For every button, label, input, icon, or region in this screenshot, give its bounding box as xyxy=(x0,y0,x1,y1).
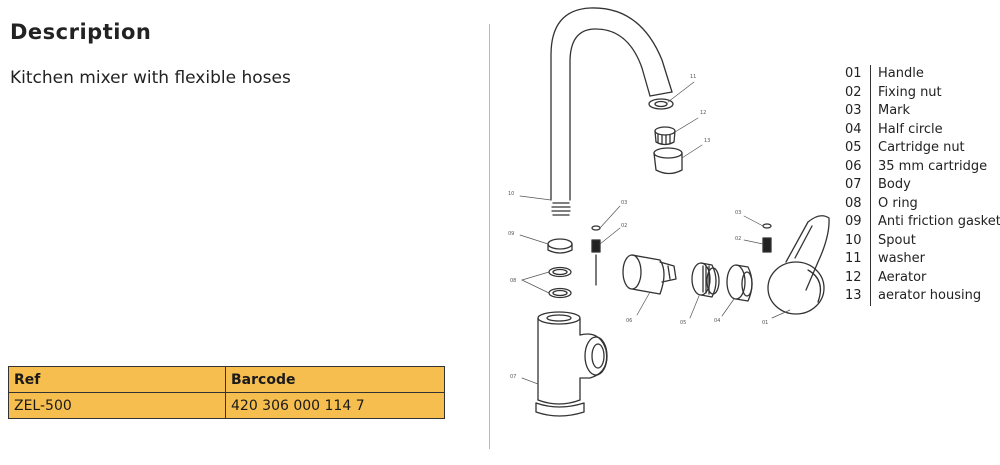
cartridge-drawing xyxy=(622,254,677,295)
part-name: Body xyxy=(878,177,911,192)
callout-label: 09 xyxy=(508,231,514,237)
part-number: 06 xyxy=(845,158,862,174)
part-number: 10 xyxy=(845,232,862,248)
callout-label: 04 xyxy=(714,318,720,324)
table-header-row: Ref Barcode xyxy=(8,366,445,393)
spout-drawing xyxy=(550,7,673,216)
part-number: 07 xyxy=(845,177,862,192)
part-name: Handle xyxy=(878,66,924,81)
callout-label: 10 xyxy=(508,191,514,197)
part-separator xyxy=(870,102,871,121)
cartridge-nut-drawing xyxy=(691,262,720,298)
list-item: 09 Anti friction gasket xyxy=(845,213,1000,232)
part-number: 09 xyxy=(845,214,862,229)
part-name: Half circle xyxy=(878,121,943,137)
list-item: 04 Half circle xyxy=(845,120,1000,139)
callout-label: 02 xyxy=(621,223,627,229)
part-separator xyxy=(870,83,871,102)
part-name: aerator housing xyxy=(878,288,982,303)
part-name: Cartridge nut xyxy=(878,140,965,155)
barcode-value: 420 306 000 114 7 xyxy=(225,392,445,419)
list-item: 07 Body xyxy=(845,176,1000,195)
part-number: 01 xyxy=(845,66,862,81)
part-name: Anti friction gasket xyxy=(878,214,1000,229)
part-separator xyxy=(870,157,871,176)
part-separator xyxy=(870,250,871,269)
part-name: Fixing nut xyxy=(878,84,942,100)
ref-value: ZEL-500 xyxy=(8,392,226,419)
callout-label: 13 xyxy=(704,138,710,144)
list-item: 01 Handle xyxy=(845,65,1000,84)
part-separator xyxy=(870,65,871,84)
callout-label: 12 xyxy=(700,110,706,116)
part-name: Mark xyxy=(878,103,911,118)
part-name: Spout xyxy=(878,232,916,248)
part-number: 04 xyxy=(845,121,862,137)
part-name: 35 mm cartridge xyxy=(878,158,988,174)
vertical-divider xyxy=(489,24,490,449)
part-separator xyxy=(870,176,871,195)
callout-label: 03 xyxy=(621,200,627,206)
exploded-diagram: 11 12 13 10 09 08 03 02 06 05 04 01 03 0… xyxy=(508,7,830,417)
part-number: 11 xyxy=(845,251,862,266)
aerator-drawing xyxy=(654,126,676,146)
part-name: Aerator xyxy=(878,269,927,285)
part-number: 08 xyxy=(845,195,862,211)
part-number: 03 xyxy=(845,103,862,118)
list-item: 08 O ring xyxy=(845,194,1000,213)
list-item: 03 Mark xyxy=(845,102,1000,121)
callout-label: 07 xyxy=(510,374,516,380)
part-separator xyxy=(870,287,871,306)
body-drawing xyxy=(535,311,608,417)
part-separator xyxy=(870,194,871,213)
barcode-column-header: Barcode xyxy=(225,366,445,393)
part-separator xyxy=(870,268,871,287)
product-description: Kitchen mixer with flexible hoses xyxy=(10,68,291,88)
part-separator xyxy=(870,213,871,232)
list-item: 05 Cartridge nut xyxy=(845,139,1000,158)
list-item: 11 washer xyxy=(845,250,1000,269)
callout-label: 05 xyxy=(680,320,686,326)
part-number: 13 xyxy=(845,288,862,303)
callout-label: 06 xyxy=(626,318,632,324)
ref-column-header: Ref xyxy=(8,366,226,393)
callout-label: 02 xyxy=(735,236,741,242)
part-number: 12 xyxy=(845,269,862,285)
mark-drawing xyxy=(591,225,601,231)
half-circle-drawing xyxy=(726,264,753,302)
list-item: 12 Aerator xyxy=(845,268,1000,287)
aerator-housing-drawing xyxy=(653,147,683,175)
list-item: 02 Fixing nut xyxy=(845,83,1000,102)
list-item: 10 Spout xyxy=(845,231,1000,250)
handle-drawing xyxy=(767,215,830,315)
part-number: 05 xyxy=(845,140,862,155)
part-number: 02 xyxy=(845,84,862,100)
part-name: O ring xyxy=(878,195,918,211)
callout-label: 08 xyxy=(510,278,516,284)
part-separator xyxy=(870,120,871,139)
callout-label: 11 xyxy=(690,74,696,80)
callout-label: 01 xyxy=(762,320,768,326)
callout-label: 03 xyxy=(735,210,741,216)
reference-table: Ref Barcode ZEL-500 420 306 000 114 7 xyxy=(8,366,445,419)
part-separator xyxy=(870,231,871,250)
list-item: 06 35 mm cartridge xyxy=(845,157,1000,176)
gasket-drawing xyxy=(547,238,573,254)
part-separator xyxy=(870,139,871,158)
washer-drawing xyxy=(648,98,674,110)
table-row: ZEL-500 420 306 000 114 7 xyxy=(8,392,445,419)
part-name: washer xyxy=(878,251,925,266)
description-heading: Description xyxy=(10,20,152,44)
list-item: 13 aerator housing xyxy=(845,287,1000,306)
